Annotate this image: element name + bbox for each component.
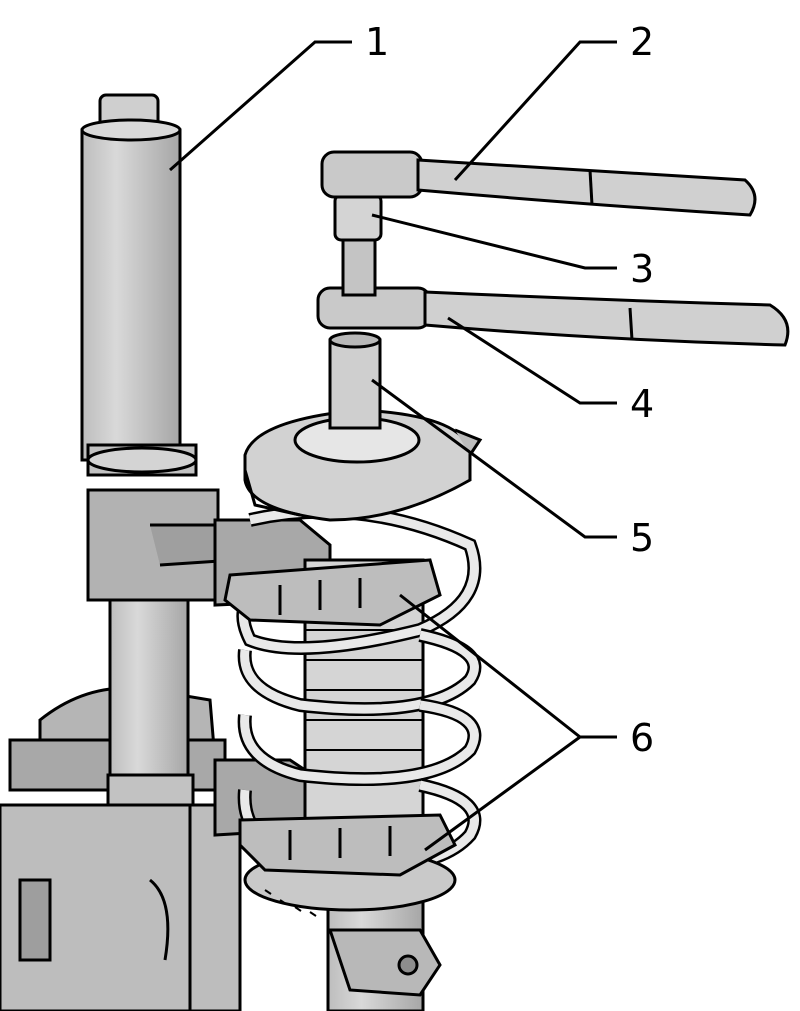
ratchet-lower xyxy=(316,286,790,347)
leader-lines xyxy=(169,40,617,852)
leader-line-6b xyxy=(424,735,581,852)
leader-line-2 xyxy=(453,40,617,182)
strut-mount xyxy=(243,408,483,522)
callout-5: 5 xyxy=(630,516,654,560)
callout-1: 1 xyxy=(365,20,389,64)
ratchet-upper xyxy=(320,150,757,217)
leader-line-3 xyxy=(371,213,617,270)
leader-line-5 xyxy=(371,378,617,539)
callout-2: 2 xyxy=(630,20,654,64)
extension-shaft xyxy=(333,193,383,297)
leader-line-1 xyxy=(169,40,352,172)
spring-clamp-plates xyxy=(223,558,457,877)
callout-4: 4 xyxy=(630,382,654,426)
leader-line-4 xyxy=(447,316,617,405)
socket-adapter xyxy=(328,331,382,430)
callout-3: 3 xyxy=(630,247,654,291)
callout-6: 6 xyxy=(630,716,654,760)
callout-labels: 1 2 3 4 5 6 xyxy=(365,20,654,760)
